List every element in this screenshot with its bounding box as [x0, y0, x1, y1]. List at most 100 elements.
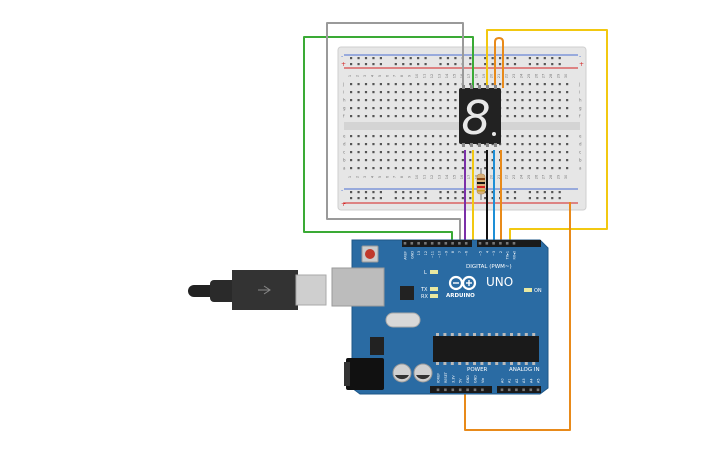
- rail-hole[interactable]: [424, 197, 427, 200]
- power-pin[interactable]: [481, 388, 484, 392]
- terminal-hole[interactable]: [566, 91, 569, 94]
- terminal-hole[interactable]: [454, 83, 457, 86]
- terminal-hole[interactable]: [543, 99, 546, 102]
- terminal-hole[interactable]: [491, 159, 494, 162]
- rail-hole[interactable]: [491, 197, 494, 200]
- terminal-hole[interactable]: [431, 159, 435, 162]
- digital-pin[interactable]: [499, 242, 502, 245]
- terminal-hole[interactable]: [513, 167, 517, 170]
- terminal-hole[interactable]: [439, 107, 442, 110]
- terminal-hole[interactable]: [394, 159, 397, 162]
- terminal-hole[interactable]: [439, 115, 442, 118]
- terminal-hole[interactable]: [372, 151, 375, 154]
- rail-hole[interactable]: [439, 63, 442, 66]
- rail-hole[interactable]: [454, 57, 457, 60]
- rail-hole[interactable]: [513, 191, 517, 194]
- terminal-hole[interactable]: [469, 83, 472, 86]
- terminal-hole[interactable]: [461, 159, 464, 162]
- terminal-hole[interactable]: [379, 167, 382, 170]
- terminal-hole[interactable]: [543, 91, 546, 94]
- terminal-hole[interactable]: [387, 143, 390, 146]
- terminal-hole[interactable]: [528, 143, 531, 146]
- terminal-hole[interactable]: [543, 115, 546, 118]
- terminal-hole[interactable]: [357, 159, 360, 162]
- rail-hole[interactable]: [536, 63, 539, 66]
- terminal-hole[interactable]: [446, 115, 450, 118]
- terminal-hole[interactable]: [454, 135, 457, 138]
- terminal-hole[interactable]: [491, 83, 494, 86]
- rail-hole[interactable]: [439, 191, 442, 194]
- rail-hole[interactable]: [402, 191, 405, 194]
- terminal-hole[interactable]: [528, 99, 531, 102]
- terminal-hole[interactable]: [402, 83, 405, 86]
- terminal-hole[interactable]: [528, 91, 531, 94]
- rail-hole[interactable]: [424, 191, 427, 194]
- rail-hole[interactable]: [379, 191, 382, 194]
- rail-hole[interactable]: [417, 191, 420, 194]
- terminal-hole[interactable]: [454, 159, 457, 162]
- terminal-hole[interactable]: [402, 167, 405, 170]
- terminal-hole[interactable]: [357, 91, 360, 94]
- rail-hole[interactable]: [372, 191, 375, 194]
- terminal-hole[interactable]: [387, 159, 390, 162]
- rail-hole[interactable]: [446, 57, 450, 60]
- rail-hole[interactable]: [364, 191, 368, 194]
- terminal-hole[interactable]: [551, 159, 554, 162]
- terminal-hole[interactable]: [506, 115, 509, 118]
- terminal-hole[interactable]: [387, 151, 390, 154]
- terminal-hole[interactable]: [424, 115, 427, 118]
- terminal-hole[interactable]: [566, 159, 569, 162]
- terminal-hole[interactable]: [387, 91, 390, 94]
- terminal-hole[interactable]: [551, 143, 554, 146]
- terminal-hole[interactable]: [566, 143, 569, 146]
- terminal-hole[interactable]: [379, 151, 382, 154]
- terminal-hole[interactable]: [558, 151, 561, 154]
- rail-hole[interactable]: [551, 63, 554, 66]
- rail-hole[interactable]: [491, 57, 494, 60]
- rail-hole[interactable]: [446, 191, 450, 194]
- terminal-hole[interactable]: [424, 107, 427, 110]
- terminal-hole[interactable]: [446, 151, 450, 154]
- terminal-hole[interactable]: [461, 167, 464, 170]
- terminal-hole[interactable]: [446, 135, 450, 138]
- terminal-hole[interactable]: [364, 159, 368, 162]
- terminal-hole[interactable]: [506, 151, 509, 154]
- terminal-hole[interactable]: [566, 135, 569, 138]
- rail-hole[interactable]: [528, 191, 531, 194]
- terminal-hole[interactable]: [551, 91, 554, 94]
- terminal-hole[interactable]: [446, 107, 450, 110]
- analog-pin[interactable]: [522, 388, 525, 392]
- seven-segment-display[interactable]: 8: [459, 85, 501, 147]
- rail-hole[interactable]: [506, 63, 509, 66]
- rail-hole[interactable]: [506, 191, 509, 194]
- terminal-hole[interactable]: [558, 143, 561, 146]
- terminal-hole[interactable]: [394, 99, 397, 102]
- rail-hole[interactable]: [454, 197, 457, 200]
- terminal-hole[interactable]: [409, 151, 412, 154]
- rail-hole[interactable]: [499, 63, 502, 66]
- terminal-hole[interactable]: [379, 91, 382, 94]
- terminal-hole[interactable]: [409, 135, 412, 138]
- rail-hole[interactable]: [491, 63, 494, 66]
- terminal-hole[interactable]: [379, 115, 382, 118]
- terminal-hole[interactable]: [394, 135, 397, 138]
- terminal-hole[interactable]: [372, 167, 375, 170]
- terminal-hole[interactable]: [469, 151, 472, 154]
- rail-hole[interactable]: [379, 63, 382, 66]
- rail-hole[interactable]: [372, 197, 375, 200]
- terminal-hole[interactable]: [394, 83, 397, 86]
- rail-hole[interactable]: [551, 197, 554, 200]
- terminal-hole[interactable]: [536, 151, 539, 154]
- terminal-hole[interactable]: [454, 107, 457, 110]
- terminal-hole[interactable]: [558, 159, 561, 162]
- green-wire[interactable]: [303, 36, 474, 245]
- terminal-hole[interactable]: [461, 151, 464, 154]
- terminal-hole[interactable]: [439, 143, 442, 146]
- terminal-hole[interactable]: [476, 83, 479, 86]
- terminal-hole[interactable]: [431, 107, 435, 110]
- terminal-hole[interactable]: [431, 151, 435, 154]
- terminal-hole[interactable]: [513, 159, 517, 162]
- terminal-hole[interactable]: [454, 151, 457, 154]
- rail-hole[interactable]: [536, 57, 539, 60]
- rail-hole[interactable]: [543, 191, 546, 194]
